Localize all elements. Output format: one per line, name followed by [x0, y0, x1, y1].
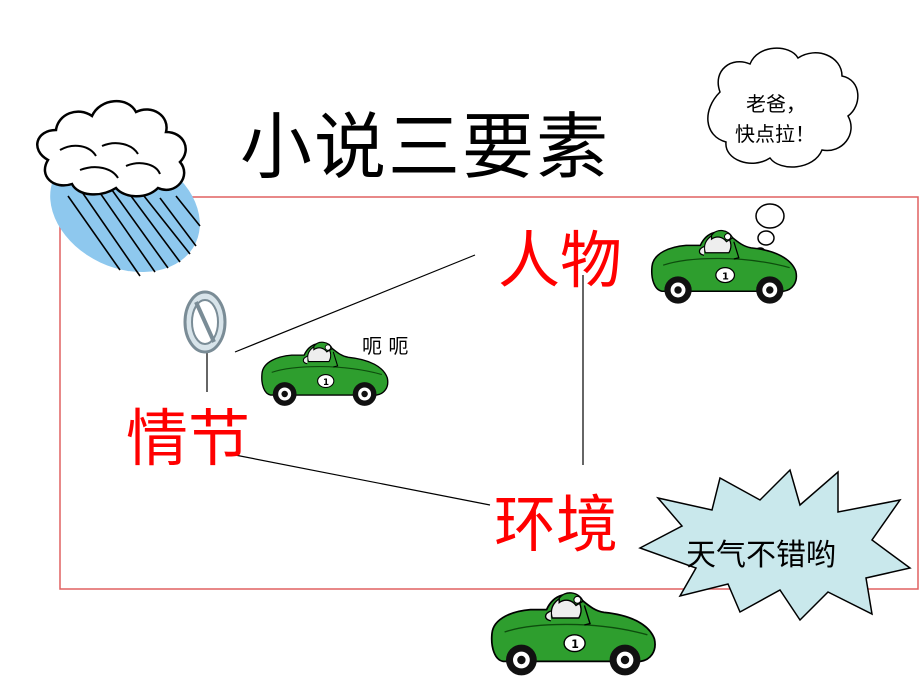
exclamation-burst [638, 468, 912, 622]
race-car-top-right [650, 229, 798, 305]
node-characters: 人物 [498, 224, 623, 297]
rain-cloud-icon [36, 99, 201, 277]
race-car-bottom [490, 592, 656, 677]
thought-bubble [707, 47, 859, 257]
line-plot-characters [234, 254, 476, 353]
line-plot-setting [234, 454, 491, 506]
thought-text-line2: 快点拉！ [735, 122, 815, 146]
prohibition-sign-icon [183, 290, 227, 354]
murmur-text: 呃 呃 [362, 334, 409, 358]
slide-title: 小说三要素 [240, 105, 611, 189]
thought-text-line1: 老爸， [746, 92, 806, 116]
node-plot: 情节 [126, 402, 251, 475]
node-setting: 环境 [494, 488, 619, 561]
diagram-frame [59, 196, 919, 590]
burst-text: 天气不错哟 [686, 538, 836, 573]
